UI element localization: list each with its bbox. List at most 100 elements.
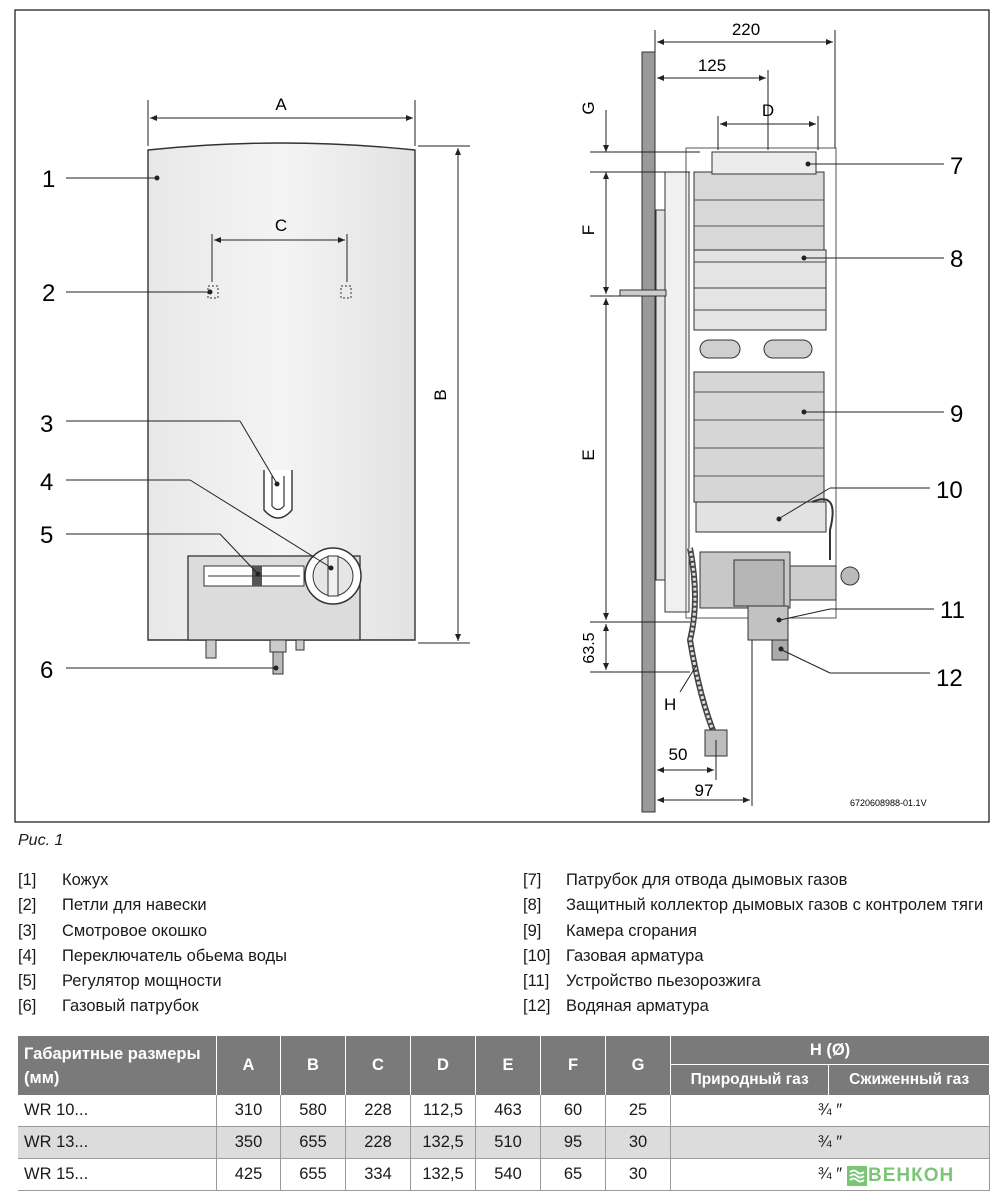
legend-item: [6] Газовый патрубок <box>18 994 287 1019</box>
draft-collector <box>693 249 827 331</box>
brand-logo: ВЕНКОН <box>846 1162 990 1190</box>
callout-2: 2 <box>42 280 55 307</box>
legend-item: [5] Регулятор мощности <box>18 969 287 994</box>
legend-number: [12] <box>523 997 551 1016</box>
dim-label-e: E <box>579 449 598 460</box>
legend-number: [2] <box>18 896 37 915</box>
dim-125: 125 <box>698 56 726 75</box>
value-cell: 228 <box>345 1126 411 1159</box>
dim-label-d: D <box>762 101 774 120</box>
legend-item: [8]Защитный коллектор дымовых газов с ко… <box>523 893 983 918</box>
dim-label-b: B <box>431 389 450 400</box>
dim-label-a: A <box>275 95 287 114</box>
legend-number: [9] <box>523 921 542 940</box>
value-cell: 132,5 <box>410 1126 476 1159</box>
value-cell: 95 <box>540 1126 606 1159</box>
value-cell: 60 <box>540 1095 606 1127</box>
dim-label-c: C <box>275 216 287 235</box>
col-header-natural-gas: Природный газ <box>670 1064 830 1095</box>
callout-10: 10 <box>936 477 963 504</box>
dim-label-f: F <box>579 225 598 235</box>
value-cell: 350 <box>216 1126 281 1159</box>
col-header-a: A <box>216 1036 281 1095</box>
callout-11: 11 <box>940 597 965 624</box>
side-view: 220 125 D G F E 63.5 H 50 97 7 <box>579 20 965 813</box>
legend-item: [10] Газовая арматура <box>523 944 983 969</box>
brand-logo-text: ВЕНКОН <box>868 1165 955 1186</box>
value-cell: 425 <box>216 1158 281 1191</box>
casing-outline <box>147 142 416 641</box>
dimensions-table: Габаритные размеры (мм) A B C D E F G H … <box>18 1036 990 1191</box>
figure-caption: Рис. 1 <box>18 832 64 849</box>
legend-number: [4] <box>18 946 37 965</box>
value-cell: 540 <box>475 1158 541 1191</box>
legend-text: Петли для навески <box>62 896 207 915</box>
legend-text: Патрубок для отвода дымовых газов <box>566 871 848 889</box>
viewing-window <box>263 470 293 519</box>
dim-220: 220 <box>732 20 760 39</box>
legend-number: [5] <box>18 972 37 991</box>
value-cell: 334 <box>345 1158 411 1191</box>
col-header-b: B <box>280 1036 346 1095</box>
callout-4: 4 <box>40 469 53 496</box>
legend-text: Регулятор мощности <box>62 972 222 991</box>
value-cell: 112,5 <box>410 1095 476 1127</box>
gas-connection <box>269 639 287 653</box>
value-cell: 463 <box>475 1095 541 1127</box>
legend-item: [9] Камера сгорания <box>523 919 983 944</box>
dim-label-g: G <box>579 101 598 114</box>
callout-5: 5 <box>40 522 53 549</box>
legend-number: [11] <box>523 972 550 991</box>
callout-9: 9 <box>950 401 963 428</box>
dim-label-h: H <box>664 695 676 714</box>
h-cell: ¾ ″ <box>670 1158 990 1191</box>
dim-97: 97 <box>695 781 714 800</box>
legend-number: [1] <box>18 871 37 889</box>
wall-plate <box>641 51 656 813</box>
value-cell: 310 <box>216 1095 281 1127</box>
legend-text: Камера сгорания <box>566 921 697 940</box>
legend-text: Кожух <box>62 871 109 889</box>
callout-12: 12 <box>936 665 963 692</box>
col-header-lpg: Сжиженный газ <box>828 1064 990 1095</box>
legend-number: [10] <box>523 946 551 965</box>
value-cell: 65 <box>540 1158 606 1191</box>
value-cell: 30 <box>605 1158 671 1191</box>
h-cell: ¾ ″ <box>670 1126 990 1159</box>
legend-text: Устройство пьезорозжига <box>566 972 761 991</box>
legend-text: Водяная арматура <box>566 997 709 1016</box>
model-cell: WR 13... <box>18 1126 217 1159</box>
callout-8: 8 <box>950 246 963 273</box>
h-cell: ¾ ″ <box>670 1095 990 1127</box>
water-armature <box>747 605 789 641</box>
legend-item: [12] Водяная арматура <box>523 994 983 1019</box>
legend-item: [7] Патрубок для отвода дымовых газов <box>523 868 983 893</box>
value-cell: 228 <box>345 1095 411 1127</box>
front-view: A C B 1 2 3 4 5 6 <box>40 95 470 684</box>
legend-text: Смотровое окошко <box>62 921 208 940</box>
legend-number: [7] <box>523 871 542 889</box>
legend-left: [1] Кожух [2] Петли для навески [3]Смотровое… <box>18 868 287 1020</box>
legend-number: [8] <box>523 896 542 915</box>
legend-item: [3]Смотровое окошко <box>18 919 287 944</box>
callout-7: 7 <box>950 153 963 180</box>
value-cell: 510 <box>475 1126 541 1159</box>
legend-item: [2] Петли для навески <box>18 893 287 918</box>
value-cell: 655 <box>280 1158 346 1191</box>
callout-6: 6 <box>40 657 53 684</box>
dim-50: 50 <box>669 745 688 764</box>
combustion-chamber <box>693 371 825 503</box>
table-header-first: Габаритные размеры (мм) <box>18 1036 217 1095</box>
model-cell: WR 15... <box>18 1158 217 1191</box>
legend-item: [11] Устройство пьезорозжига <box>523 969 983 994</box>
legend-item: [1] Кожух <box>18 868 287 893</box>
legend-number: [6] <box>18 997 37 1016</box>
hanging-loop-right <box>340 285 352 299</box>
legend-right: [7] Патрубок для отвода дымовых газов [8]З… <box>523 868 983 1020</box>
technical-drawing: A C B 1 2 3 4 5 6 <box>14 9 990 823</box>
legend-text: Газовый патрубок <box>62 997 199 1016</box>
legend-text: Газовая арматура <box>566 946 704 965</box>
col-header-g: G <box>605 1036 671 1095</box>
